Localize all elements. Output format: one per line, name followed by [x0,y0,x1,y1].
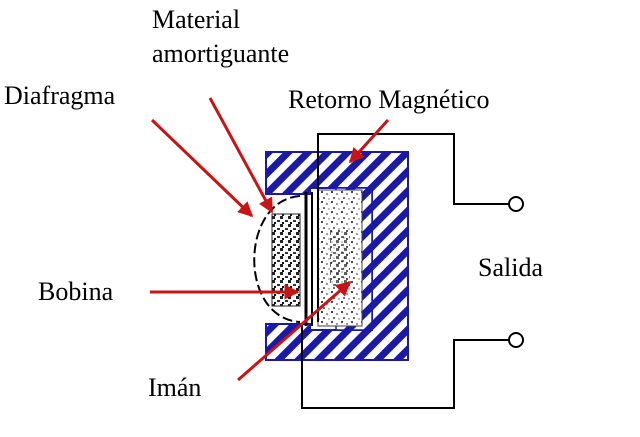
output-terminal-bottom [508,332,524,348]
label-bobina: Bobina [38,277,114,306]
label-diafragma: Diafragma [4,81,116,110]
label-iman: Imán [148,373,201,402]
output-terminal-top [508,196,524,212]
pointer-arrows [150,97,390,382]
arrow-material [208,97,274,214]
output-wiring [301,133,524,409]
arrow-retorno [348,118,390,164]
arrow-diafragma [150,118,254,218]
label-material-line2: amortiguante [152,39,289,68]
diaphragm [253,192,319,326]
arrow-iman [237,280,352,382]
label-retorno: Retorno Magnético [288,85,489,114]
label-material-line1: Material [152,5,240,34]
label-salida: Salida [478,253,543,282]
